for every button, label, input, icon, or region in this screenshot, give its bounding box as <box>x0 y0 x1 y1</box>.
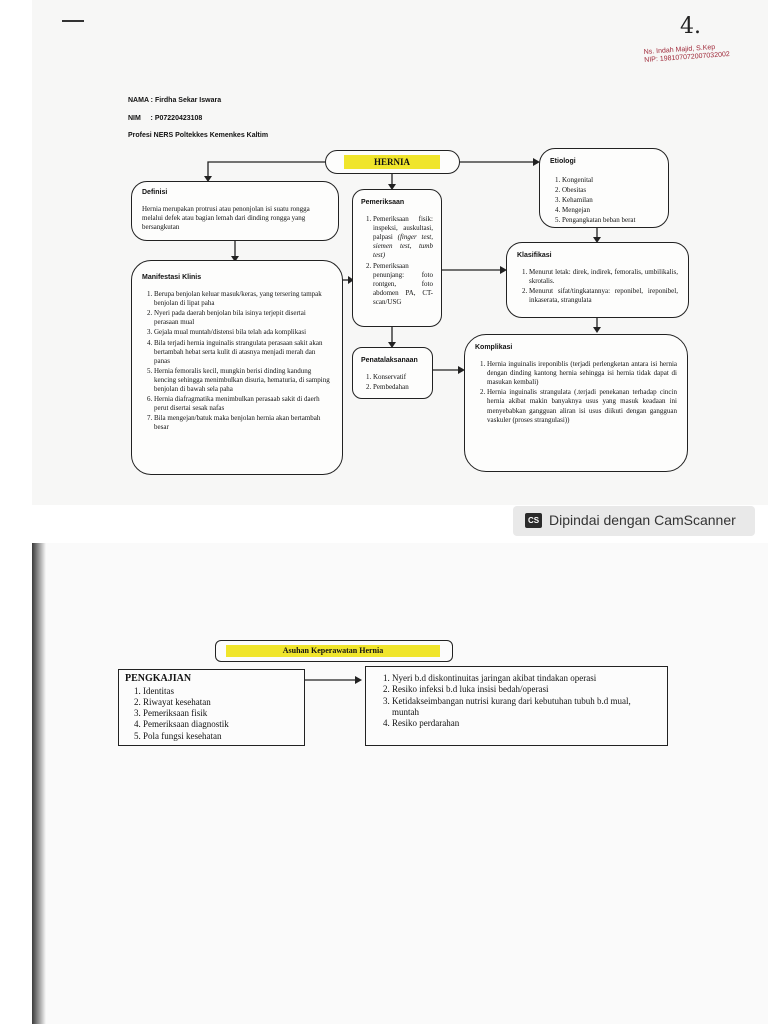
komplikasi-list: Hernia inguinalis ireponiblis (terjadi p… <box>475 360 677 425</box>
penatalaksanaan-box: Penatalaksanaan Konservatif Pembedahan <box>352 347 433 399</box>
etiologi-list: Kongenital Obesitas Kehamilan Mengejan P… <box>550 176 658 225</box>
pengkajian-list: Identitas Riwayat kesehatan Pemeriksaan … <box>125 686 298 742</box>
penatalaksanaan-list: Konservatif Pembedahan <box>361 373 424 392</box>
list-item: Hernia femoralis kecil, mungkin berisi d… <box>154 367 332 394</box>
list-item: Riwayat kesehatan <box>143 697 298 708</box>
klasifikasi-title: Klasifikasi <box>517 252 552 259</box>
manifestasi-title: Manifestasi Klinis <box>142 274 202 281</box>
list-item: Hernia diafragmatika menimbulkan perasaa… <box>154 395 332 413</box>
student-name: NAMA : Firdha Sekar Iswara <box>128 97 222 104</box>
list-item: Nyeri pada daerah benjolan bila isinya t… <box>154 309 332 327</box>
etiologi-title: Etiologi <box>550 158 576 165</box>
etiologi-box: Etiologi Kongenital Obesitas Kehamilan M… <box>539 148 669 228</box>
program-name: Profesi NERS Poltekkes Kemenkes Kaltim <box>128 132 269 139</box>
list-item: Menurut sifat/tingkatannya: reponibel, i… <box>529 287 678 305</box>
pemeriksaan-box: Pemeriksaan Pemeriksaan fisik: inspeksi,… <box>352 189 442 327</box>
penatalaksanaan-title: Penatalaksanaan <box>361 357 418 364</box>
camscanner-watermark: CS Dipindai dengan CamScanner <box>513 506 755 536</box>
definisi-text: Hernia merupakan protrusi atau penonjola… <box>142 205 310 232</box>
asuhan-title-box: Asuhan Keperawatan Hernia <box>215 640 453 662</box>
scanned-page-2 <box>32 543 768 1024</box>
pemeriksaan-list: Pemeriksaan fisik: inspeksi, auskultasi,… <box>361 215 433 307</box>
diagnosa-list: Nyeri b.d diskontinuitas jaringan akibat… <box>374 673 659 729</box>
list-item: Pengangkatan beban berat <box>562 216 658 225</box>
list-item: Pembedahan <box>373 383 424 392</box>
camscanner-text: Dipindai dengan CamScanner <box>549 512 736 528</box>
list-item: Pemeriksaan fisik <box>143 708 298 719</box>
list-item: Menurut letak: direk, indirek, femoralis… <box>529 268 678 286</box>
hernia-center-node: HERNIA <box>325 150 460 174</box>
definisi-title: Definisi <box>142 189 168 196</box>
pen-mark <box>62 20 84 22</box>
definisi-box: Definisi Hernia merupakan protrusi atau … <box>131 181 339 241</box>
hernia-title: HERNIA <box>344 155 440 169</box>
pengkajian-title: PENGKAJIAN <box>125 673 192 684</box>
list-item: Pemeriksaan penunjang: foto rontgen, fot… <box>373 262 433 307</box>
list-item: Kongenital <box>562 176 658 185</box>
list-item: Resiko infeksi b.d luka insisi bedah/ope… <box>392 684 659 695</box>
student-nim: NIM : P07220423108 <box>128 115 203 122</box>
list-item: Konservatif <box>373 373 424 382</box>
camscanner-logo-icon: CS <box>525 513 542 528</box>
pemeriksaan-fisik: Pemeriksaan fisik: inspeksi, auskultasi,… <box>373 215 433 242</box>
list-item: Gejala mual muntah/distensi bila telah a… <box>154 328 332 337</box>
klasifikasi-list: Menurut letak: direk, indirek, femoralis… <box>517 268 678 305</box>
page-number: 4. <box>680 14 701 39</box>
list-item: Hernia inguinalis ireponiblis (terjadi p… <box>487 360 677 387</box>
list-item: Obesitas <box>562 186 658 195</box>
list-item: Identitas <box>143 686 298 697</box>
komplikasi-box: Komplikasi Hernia inguinalis ireponiblis… <box>464 334 688 472</box>
list-item: Bila mengejan/batuk maka benjolan hernia… <box>154 414 332 432</box>
klasifikasi-box: Klasifikasi Menurut letak: direk, indire… <box>506 242 689 318</box>
list-item: Pemeriksaan diagnostik <box>143 719 298 730</box>
pengkajian-box: PENGKAJIAN Identitas Riwayat kesehatan P… <box>118 669 305 746</box>
list-item: Bila terjadi hernia inguinalis strangula… <box>154 339 332 366</box>
pemeriksaan-tests: (finger test, siemen test, tumb test) <box>373 233 433 260</box>
list-item: Pola fungsi kesehatan <box>143 731 298 742</box>
manifestasi-list: Berupa benjolan keluar masuk/keras, yang… <box>142 290 332 432</box>
list-item: Kehamilan <box>562 196 658 205</box>
list-item: Mengejan <box>562 206 658 215</box>
asuhan-title: Asuhan Keperawatan Hernia <box>226 645 440 657</box>
list-item: Hernia inguinalis strangulata (.terjadi … <box>487 388 677 424</box>
page-edge-shadow <box>32 543 46 1024</box>
diagnosa-box: Nyeri b.d diskontinuitas jaringan akibat… <box>365 666 668 746</box>
list-item: Resiko perdarahan <box>392 718 659 729</box>
komplikasi-title: Komplikasi <box>475 344 513 351</box>
list-item: Pemeriksaan fisik: inspeksi, auskultasi,… <box>373 215 433 260</box>
manifestasi-box: Manifestasi Klinis Berupa benjolan kelua… <box>131 260 343 475</box>
list-item: Berupa benjolan keluar masuk/keras, yang… <box>154 290 332 308</box>
pemeriksaan-title: Pemeriksaan <box>361 199 405 206</box>
list-item: Nyeri b.d diskontinuitas jaringan akibat… <box>392 673 659 684</box>
list-item: Ketidakseimbangan nutrisi kurang dari ke… <box>392 696 659 719</box>
